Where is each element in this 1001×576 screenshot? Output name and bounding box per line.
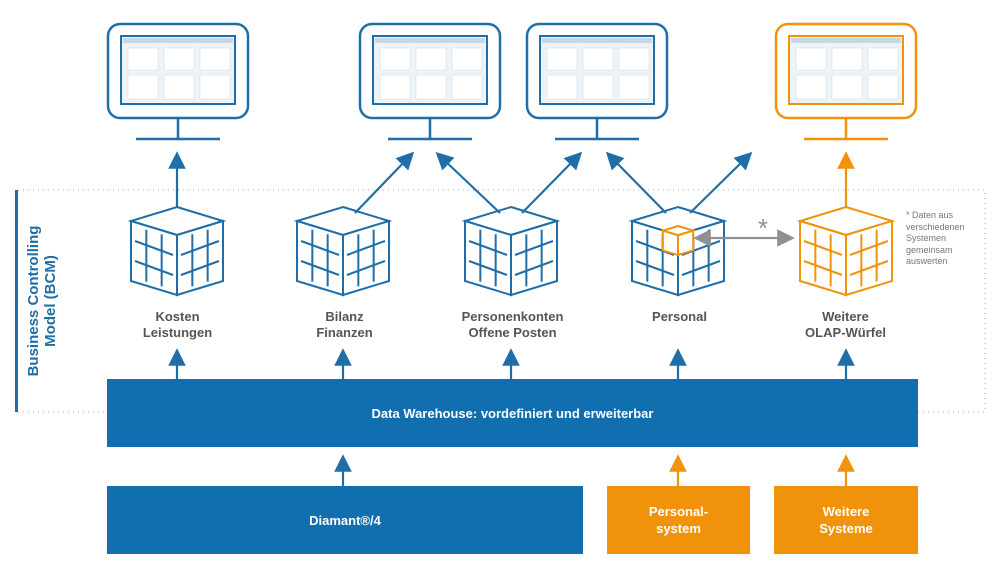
cube-label-weitere: Weitere OLAP-Würfel — [805, 309, 886, 340]
screen-panel — [127, 47, 159, 71]
cube-right — [845, 219, 893, 297]
olap-cube-1 — [127, 205, 227, 297]
cube-grid — [514, 260, 554, 276]
cube-grid — [468, 260, 508, 276]
arrow-personenkonten-to-monitor3 — [521, 151, 583, 214]
dashboard-monitor-2 — [358, 22, 502, 141]
source-diamant: Diamant®/4 — [107, 486, 583, 554]
screen-panel — [867, 74, 899, 100]
screen-panel — [163, 47, 195, 71]
cube-left — [130, 219, 178, 297]
cube-grid — [134, 240, 174, 256]
screen-panel — [415, 47, 447, 71]
cube-grid — [468, 240, 508, 256]
cube-grid — [180, 240, 220, 256]
cube-label-bilanz: Bilanz Finanzen — [316, 309, 373, 340]
cube-grid — [803, 260, 843, 276]
screen-header — [123, 38, 233, 43]
screen-header — [791, 38, 901, 43]
highlight-subcube — [659, 224, 697, 257]
screen-panel — [618, 74, 650, 100]
cube-right — [510, 219, 558, 297]
screen-panel — [618, 47, 650, 71]
arrow-personal-to-monitor4 — [689, 151, 753, 214]
cube-grid — [803, 240, 843, 256]
arrow-bilanz-to-monitor — [354, 151, 415, 214]
cube-grid — [849, 240, 889, 256]
cube-grid — [346, 240, 386, 256]
screen-panel — [451, 47, 483, 71]
screen-panel — [451, 74, 483, 100]
screen-panel — [163, 74, 195, 100]
dashboard-monitor-1 — [106, 22, 250, 141]
dashboard-monitor-3 — [525, 22, 669, 141]
dashboard-monitor-4 — [774, 22, 918, 141]
screen-header — [542, 38, 652, 43]
cube-grid — [681, 260, 721, 276]
cube-grid — [180, 260, 220, 276]
source-weitere-systeme: Weitere Systeme — [774, 486, 918, 554]
olap-cube-4 — [628, 205, 728, 297]
bcm-title: Business Controlling Model (BCM) — [25, 225, 59, 377]
cube-grid — [300, 260, 340, 276]
screen-panel — [867, 47, 899, 71]
cube-left — [799, 219, 847, 297]
olap-cube-3 — [461, 205, 561, 297]
screen-panel — [127, 74, 159, 100]
screen-panel — [546, 47, 578, 71]
cube-left — [661, 229, 679, 257]
cube-label-personenkonten: Personenkonten Offene Posten — [461, 309, 564, 340]
cube-left — [296, 219, 344, 297]
screen-panel — [795, 47, 827, 71]
screen-panel — [379, 74, 411, 100]
cube-left — [464, 219, 512, 297]
arrow-personenkonten-to-monitor2 — [435, 151, 501, 214]
olap-cube-5 — [796, 205, 896, 297]
cube-grid — [300, 240, 340, 256]
screen-panel — [795, 74, 827, 100]
screen-header — [375, 38, 485, 43]
cube-right — [176, 219, 224, 297]
cube-right — [677, 229, 695, 257]
bcm-bar — [15, 190, 18, 412]
source-personalsystem: Personal- system — [607, 486, 750, 554]
data-warehouse-box: Data Warehouse: vordefiniert und erweite… — [107, 379, 918, 447]
screen-panel — [379, 47, 411, 71]
cube-grid — [635, 260, 675, 276]
cube-grid — [346, 260, 386, 276]
cube-grid — [134, 260, 174, 276]
cube-label-personal: Personal — [652, 309, 707, 324]
cube-label-kosten: Kosten Leistungen — [142, 309, 213, 340]
screen-panel — [831, 47, 863, 71]
footnote: * Daten aus verschiedenen Systemen gemei… — [906, 210, 965, 266]
screen-panel — [199, 47, 231, 71]
cube-right — [342, 219, 390, 297]
screen-panel — [582, 47, 614, 71]
screen-panel — [199, 74, 231, 100]
screen-panel — [582, 74, 614, 100]
arrow-personal-to-monitor3 — [605, 151, 667, 214]
link-asterisk: * — [758, 213, 769, 243]
cube-grid — [514, 240, 554, 256]
screen-panel — [831, 74, 863, 100]
screen-panel — [546, 74, 578, 100]
olap-cube-2 — [293, 205, 393, 297]
screen-panel — [415, 74, 447, 100]
cube-grid — [849, 260, 889, 276]
